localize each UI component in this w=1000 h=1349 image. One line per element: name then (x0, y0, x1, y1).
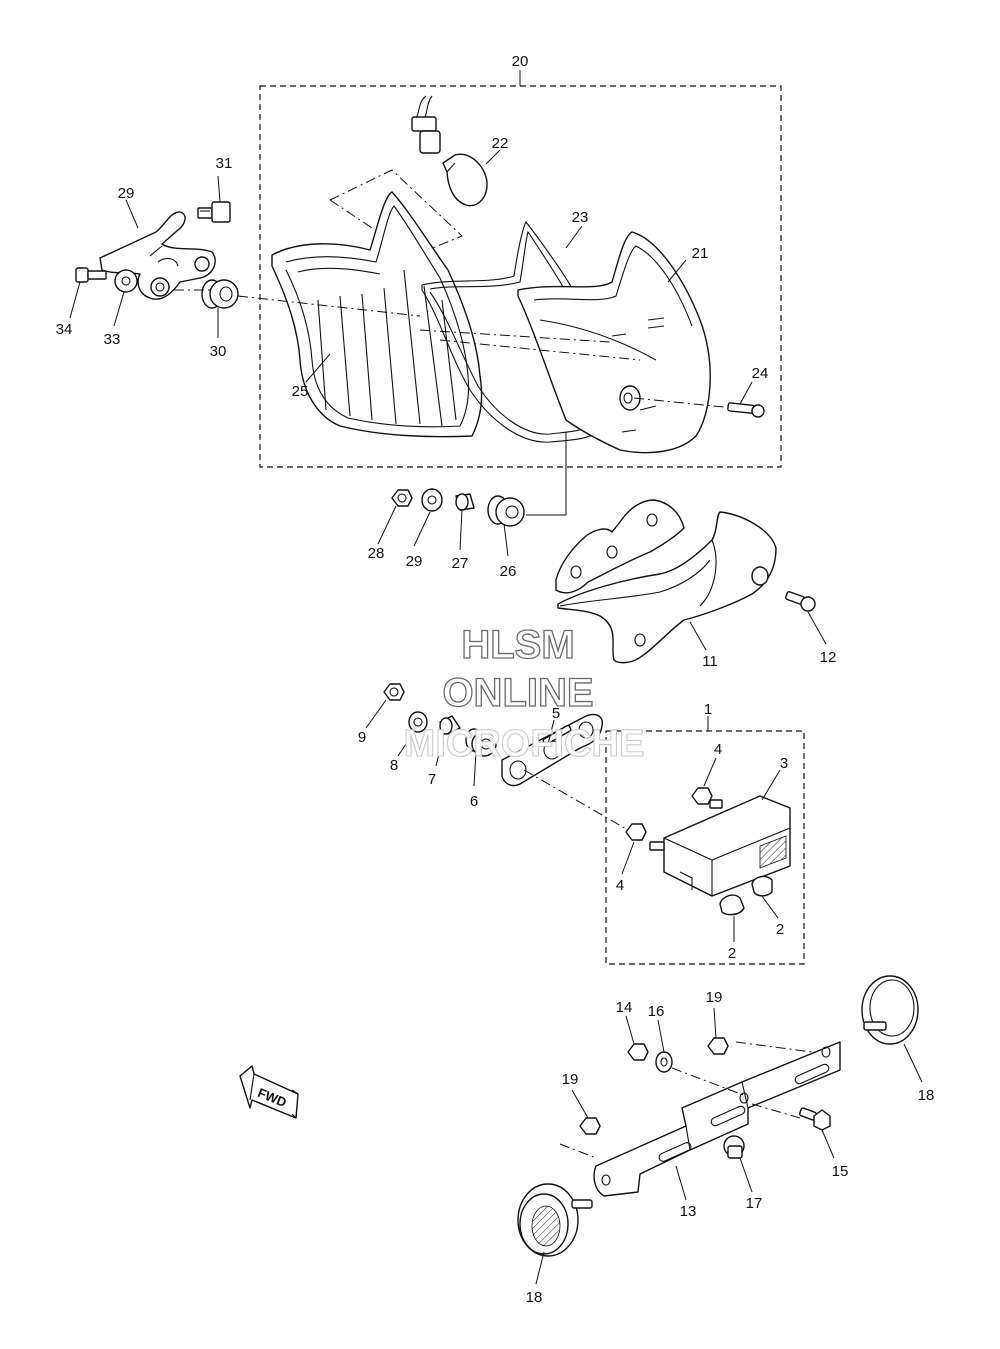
bolt-34 (75, 267, 107, 283)
collar-7 (439, 715, 461, 735)
watermark: HLSM ONLINE MICROFICHE (403, 622, 645, 765)
bracket-5 (501, 713, 603, 787)
callout-31: 30 (210, 343, 227, 360)
fwd-direction-arrow: FWD (239, 1065, 299, 1119)
callout-labels: 20 22 23 21 24 25 31 29 34 33 30 28 29 2… (56, 53, 935, 1306)
nut-28 (391, 489, 413, 507)
nut-9 (383, 683, 405, 701)
callout-9: 9 (358, 729, 366, 746)
assembly-box-1 (605, 730, 805, 965)
bulb-2-left (719, 894, 745, 916)
bulb-2-right (751, 875, 773, 897)
callout-34: 34 (56, 321, 73, 338)
washer-8 (408, 711, 428, 733)
callout-4-upper: 4 (714, 741, 722, 758)
license-light-unit-3 (649, 795, 791, 897)
callout-20: 20 (512, 53, 529, 70)
watermark-line-3: MICROFICHE (404, 723, 645, 765)
watermark-line-1: HLSM (461, 623, 574, 667)
callout-21: 21 (692, 245, 709, 262)
callout-22: 22 (492, 135, 509, 152)
callout-3: 3 (780, 755, 788, 772)
callout-13: 13 (680, 1203, 697, 1220)
callout-2-right: 2 (776, 921, 784, 938)
leader-26-to-lens (526, 432, 567, 516)
grommet-6 (465, 728, 497, 757)
callout-26: 26 (500, 563, 517, 580)
nut-4-lower (625, 823, 647, 841)
taillight-lens (517, 231, 711, 454)
watermark-line-2: ONLINE (442, 671, 593, 715)
grommet-26 (487, 495, 525, 527)
callout-18-left: 18 (526, 1289, 543, 1306)
leader-lines (69, 149, 923, 1285)
rear-cover-11 (555, 499, 777, 664)
washer-29 (421, 488, 443, 512)
callout-8: 8 (390, 757, 398, 774)
callout-24: 24 (752, 365, 769, 382)
dash-line-license-light (523, 769, 629, 831)
callout-33: 33 (104, 331, 121, 348)
taillight-gasket (271, 191, 483, 438)
plug-17 (723, 1135, 745, 1159)
dash-line-grommet (174, 289, 421, 317)
callout-30: 29 (118, 185, 135, 202)
callout-23: 23 (572, 209, 589, 226)
callout-4-lower: 4 (616, 877, 624, 894)
bolt-15 (798, 1107, 831, 1131)
tail-bulb-and-socket (411, 95, 488, 207)
callout-15: 15 (832, 1163, 849, 1180)
callout-19-lower: 19 (562, 1071, 579, 1088)
callout-1: 1 (704, 701, 712, 718)
callout-16: 16 (648, 1003, 665, 1020)
dash-line-bulb (329, 169, 463, 255)
callout-5: 5 (552, 705, 560, 722)
nut-4-upper (691, 787, 723, 809)
callout-32: 31 (216, 155, 233, 172)
collar-27 (455, 493, 475, 511)
bolt-32 (197, 201, 231, 223)
washer-16 (655, 1051, 673, 1073)
callout-28: 28 (368, 545, 385, 562)
callout-19-upper: 19 (706, 989, 723, 1006)
nut-19-upper (707, 1037, 729, 1055)
callout-27: 27 (452, 555, 469, 572)
bolt-12 (785, 591, 816, 612)
dash-line-lens-to-seal (419, 329, 641, 361)
callout-25: 25 (292, 383, 309, 400)
callout-11: 11 (702, 653, 718, 670)
grommet-31 (201, 279, 239, 309)
callout-12: 12 (820, 649, 837, 666)
callout-2-left: 2 (728, 945, 736, 962)
screw-24 (633, 397, 765, 418)
washer-33 (114, 269, 138, 293)
callout-6: 6 (470, 793, 478, 810)
callout-29: 29 (406, 553, 423, 570)
flasher-18-right (861, 975, 919, 1045)
callout-7: 7 (428, 771, 436, 788)
callout-14: 14 (616, 999, 633, 1016)
nut-14 (627, 1043, 649, 1061)
flasher-18-left (517, 1183, 593, 1257)
flasher-stay-13 (593, 1041, 841, 1197)
nut-19-lower (579, 1117, 601, 1135)
callout-17: 17 (746, 1195, 763, 1212)
stay-bracket-30 (99, 211, 216, 300)
callout-18-right: 18 (918, 1087, 935, 1104)
